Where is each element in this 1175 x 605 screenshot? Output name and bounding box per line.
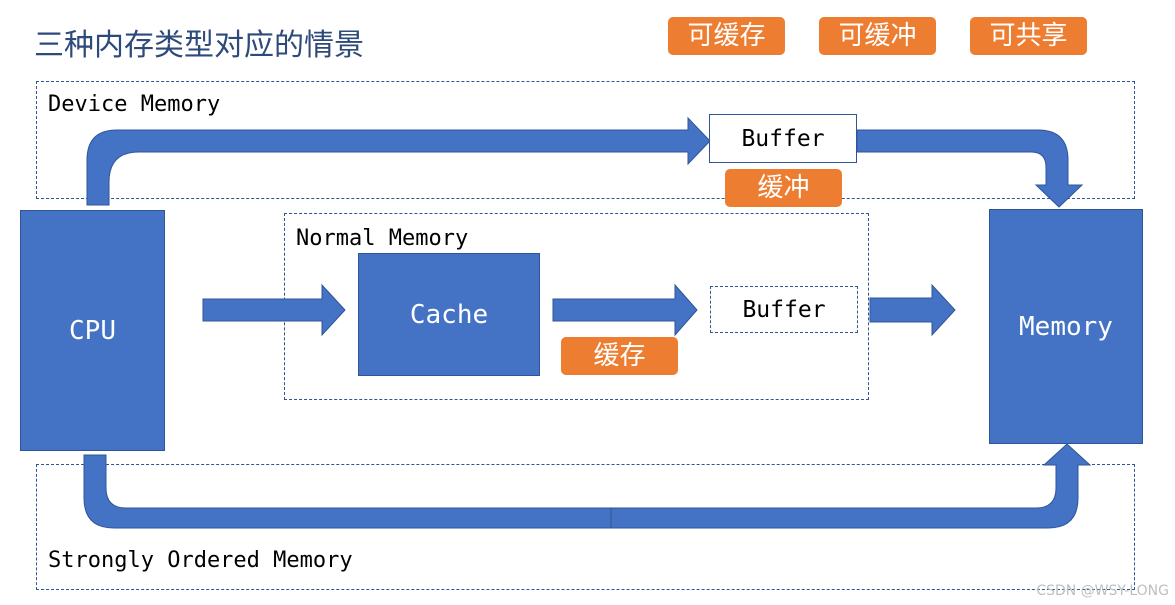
legend-shareable-badge: 可共享: [970, 17, 1087, 55]
normal-memory-label: Normal Memory: [296, 226, 469, 251]
strongly-ordered-memory-region: [36, 464, 1135, 590]
arrow-cpu-to-cache: [202, 283, 346, 337]
legend-bufferable-badge: 可缓冲: [819, 17, 936, 55]
device-buffer-block: Buffer: [709, 114, 857, 163]
arrow-cpu-to-memory-strongly-ordered: [83, 443, 1092, 529]
arrow-device-buffer-to-memory: [856, 129, 1084, 208]
watermark: CSDN @WSY-LONG: [1036, 583, 1169, 599]
device-memory-label: Device Memory: [48, 92, 221, 117]
strongly-ordered-memory-label: Strongly Ordered Memory: [48, 548, 353, 573]
normal-buffer-block: Buffer: [710, 286, 858, 333]
arrow-cpu-to-device-buffer: [86, 116, 711, 206]
device-memory-region: [36, 81, 1135, 199]
cpu-block: CPU: [20, 210, 165, 451]
legend-cacheable-badge: 可缓存: [668, 17, 785, 55]
arrow-normal-buffer-to-memory: [869, 283, 956, 337]
arrow-cache-to-normal-buffer: [552, 283, 698, 337]
cache-block: Cache: [358, 253, 540, 376]
device-buffer-bufferable-tag: 缓冲: [725, 169, 842, 207]
page-title: 三种内存类型对应的情景: [34, 28, 364, 63]
cache-cacheable-tag: 缓存: [561, 337, 678, 375]
memory-block: Memory: [989, 209, 1143, 444]
